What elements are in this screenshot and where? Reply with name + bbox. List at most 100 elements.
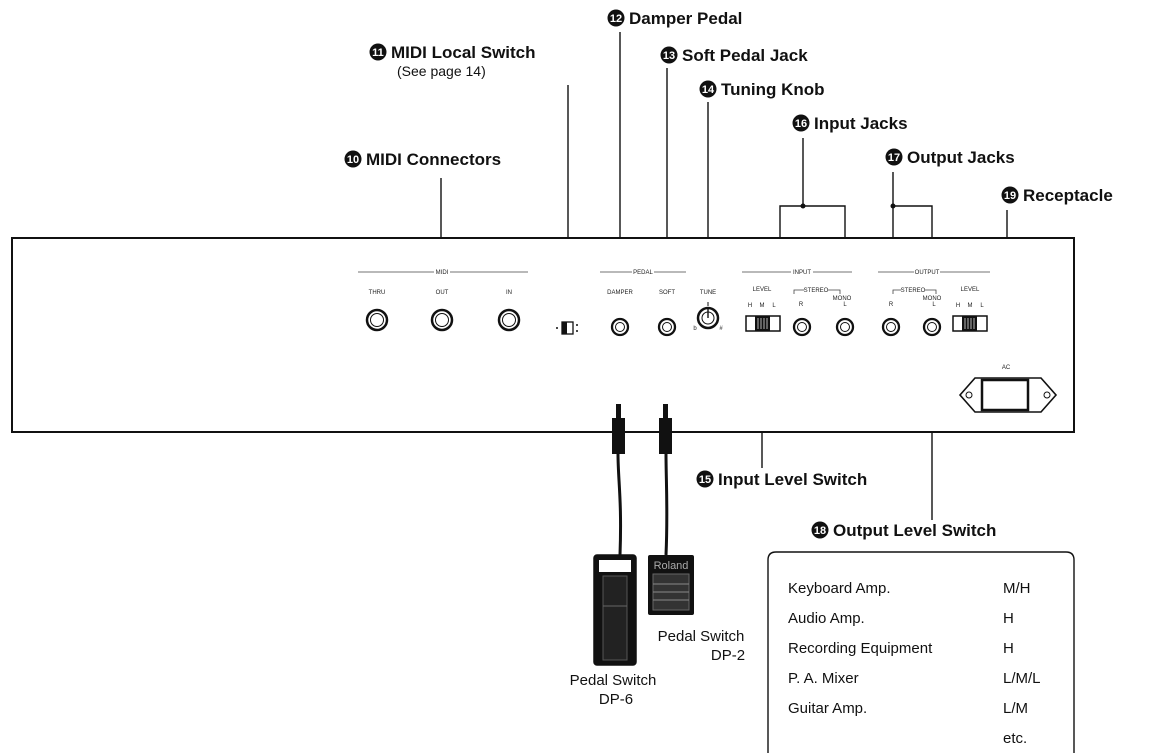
callout-badge xyxy=(885,148,903,166)
tune-label: TUNE xyxy=(700,290,716,296)
callout-label: Receptacle xyxy=(1023,186,1113,205)
soft-pedal-jack[interactable] xyxy=(657,317,677,337)
pedal-section: PEDAL DAMPER SOFT xyxy=(600,269,686,337)
output-jack-r[interactable] xyxy=(881,317,901,337)
midi-local-switch[interactable] xyxy=(556,321,578,335)
callout-number: 17 xyxy=(888,152,900,164)
output-jack-l-mono[interactable] xyxy=(922,317,942,337)
callout-badge xyxy=(811,521,829,539)
ac-receptacle-section: AC xyxy=(958,365,1058,413)
midi-out-connector[interactable] xyxy=(430,308,454,332)
table-device: P. A. Mixer xyxy=(788,670,859,687)
callout-input-level-switch: 15 Input Level Switch xyxy=(696,470,867,489)
thru-label: THRU xyxy=(369,290,386,296)
input-level-switch[interactable] xyxy=(745,315,781,332)
callout-label: Input Level Switch xyxy=(718,470,867,489)
callout-midi-local-switch: 11 MIDI Local Switch (See page 14) xyxy=(369,43,536,79)
input-level-label: LEVEL xyxy=(753,287,772,293)
table-row: Audio Amp. H xyxy=(788,610,1014,627)
input-r-label: R xyxy=(799,302,804,308)
level-table: Keyboard Amp. M/H Audio Amp. H Recording… xyxy=(767,551,1075,753)
table-row: Recording Equipment H xyxy=(788,640,1014,657)
callout-label: Output Jacks xyxy=(907,148,1015,167)
tuning-section: TUNE b # xyxy=(693,290,723,332)
dp2-plug xyxy=(659,418,672,454)
leader-dot xyxy=(800,203,806,209)
callout-number: 15 xyxy=(699,474,711,486)
callout-midi-connectors: 10 MIDI Connectors xyxy=(344,150,501,169)
callout-label: Soft Pedal Jack xyxy=(682,46,808,65)
callout-label: Output Level Switch xyxy=(833,521,996,540)
soft-label: SOFT xyxy=(659,290,675,296)
input-m-label: M xyxy=(760,303,765,309)
roland-logo: Roland xyxy=(654,560,689,572)
dp2-plug-tip xyxy=(663,404,668,418)
leader-dot xyxy=(890,203,896,209)
dp2-cable xyxy=(664,453,669,556)
dp2-caption-model: DP-2 xyxy=(711,647,745,664)
input-jack-l-mono[interactable] xyxy=(835,317,855,337)
callout-badge xyxy=(792,114,810,132)
callout-badge xyxy=(607,9,625,27)
output-section: OUTPUT LEVEL STEREO MONO R L H M L xyxy=(878,269,990,337)
table-setting: M/H xyxy=(1003,580,1031,597)
table-device: Guitar Amp. xyxy=(788,700,867,717)
dp6-caption-model: DP-6 xyxy=(599,691,633,708)
callout-number: 10 xyxy=(347,154,359,166)
output-r-label: R xyxy=(889,302,894,308)
dp6-cable xyxy=(616,453,623,556)
damper-label: DAMPER xyxy=(607,290,633,296)
table-setting: L/M/L xyxy=(1003,670,1041,687)
dp6-plug-tip xyxy=(616,404,621,418)
callout-label: Tuning Knob xyxy=(721,80,825,99)
table-row: P. A. Mixer L/M/L xyxy=(788,670,1041,687)
table-device: Audio Amp. xyxy=(788,610,865,627)
callout-soft-pedal-jack: 13 Soft Pedal Jack xyxy=(660,46,808,65)
dp2-pedal-switch[interactable]: Roland xyxy=(648,555,694,615)
callout-label: MIDI Local Switch xyxy=(391,43,536,62)
pedal-label: PEDAL xyxy=(633,270,653,276)
callout-number: 12 xyxy=(610,13,622,25)
midi-label: MIDI xyxy=(436,270,449,276)
svg-text:#: # xyxy=(719,326,723,332)
callout-input-jacks: 16 Input Jacks xyxy=(792,114,908,133)
in-label: IN xyxy=(506,290,512,296)
output-mono-label: MONO xyxy=(923,296,942,302)
midi-thru-connector[interactable] xyxy=(365,308,389,332)
output-l-label: L xyxy=(932,302,936,308)
callout-badge xyxy=(660,46,678,64)
callout-label: Damper Pedal xyxy=(629,9,742,28)
dp6-plug xyxy=(612,418,625,454)
output-stereo-label: STEREO xyxy=(901,288,926,294)
dp6-caption-name: Pedal Switch xyxy=(570,672,657,689)
table-device: Keyboard Amp. xyxy=(788,580,891,597)
callout-note: (See page 14) xyxy=(397,63,486,79)
callout-badge xyxy=(369,43,387,61)
callout-damper-pedal: 12 Damper Pedal xyxy=(607,9,742,28)
callout-number: 18 xyxy=(814,525,826,537)
callout-output-level-switch: 18 Output Level Switch xyxy=(811,521,996,540)
output-h-label: H xyxy=(956,303,960,309)
callout-number: 13 xyxy=(663,50,675,62)
input-section: INPUT LEVEL STEREO MONO R L H M L xyxy=(742,269,855,337)
callout-badge xyxy=(696,470,714,488)
tuning-knob[interactable] xyxy=(696,302,720,330)
ac-receptacle[interactable] xyxy=(958,377,1058,413)
table-setting: etc. xyxy=(1003,730,1027,747)
midi-section: MIDI THRU OUT IN xyxy=(358,269,528,332)
pedal-cables xyxy=(612,404,672,556)
callout-number: 11 xyxy=(372,47,384,59)
rear-panel xyxy=(11,237,1075,433)
callout-badge xyxy=(344,150,362,168)
callout-number: 16 xyxy=(795,118,807,130)
input-h-label: H xyxy=(748,303,752,309)
callout-receptacle: 19 Receptacle xyxy=(1001,186,1113,205)
input-jack-r[interactable] xyxy=(792,317,812,337)
callout-label: Input Jacks xyxy=(814,114,908,133)
damper-pedal-jack[interactable] xyxy=(610,317,630,337)
input-l-pos-label: L xyxy=(772,303,776,309)
output-level-switch[interactable] xyxy=(952,315,988,332)
table-setting: H xyxy=(1003,610,1014,627)
midi-in-connector[interactable] xyxy=(497,308,521,332)
dp6-pedal-switch[interactable] xyxy=(593,554,637,666)
